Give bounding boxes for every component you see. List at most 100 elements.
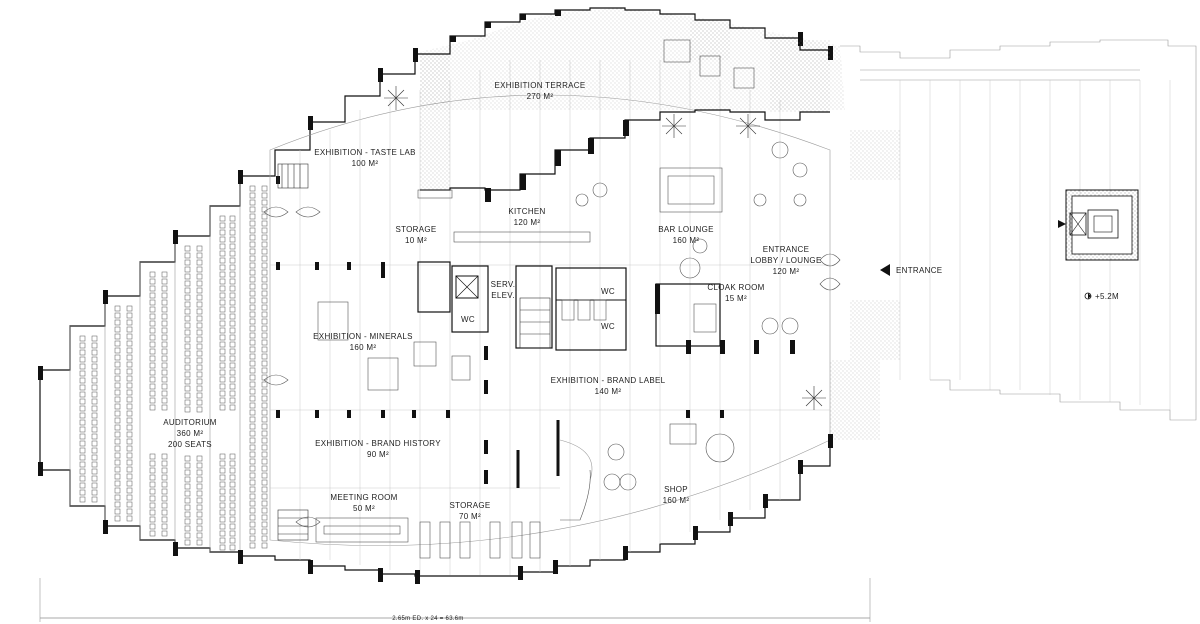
auditorium-seat — [261, 409, 268, 416]
auditorium-seat — [219, 271, 226, 278]
auditorium-seat — [126, 312, 133, 319]
auditorium-seat — [229, 369, 236, 376]
auditorium-seat — [261, 423, 268, 430]
auditorium-seat — [184, 259, 191, 266]
auditorium-seat — [161, 292, 168, 299]
auditorium-seat — [249, 318, 256, 325]
auditorium-seat — [261, 444, 268, 451]
auditorium-seat — [114, 361, 121, 368]
auditorium-seat — [149, 509, 156, 516]
auditorium-seat — [219, 523, 226, 530]
auditorium-seat — [261, 472, 268, 479]
auditorium-seat — [229, 243, 236, 250]
room-kitchen-area: 120 M² — [514, 218, 541, 227]
auditorium-seat — [184, 329, 191, 336]
room-exhibition-terrace-name: EXHIBITION TERRACE — [494, 81, 585, 90]
auditorium-seat — [114, 424, 121, 431]
auditorium-seat — [114, 501, 121, 508]
auditorium-seat — [261, 311, 268, 318]
auditorium-seat — [184, 399, 191, 406]
room-minerals-name: EXHIBITION - MINERALS — [313, 332, 413, 341]
auditorium-seat — [229, 327, 236, 334]
auditorium-seat — [229, 348, 236, 355]
auditorium-seat — [229, 530, 236, 537]
auditorium-seat — [79, 433, 86, 440]
auditorium-seat — [126, 396, 133, 403]
auditorium-seat — [149, 404, 156, 411]
auditorium-seat — [149, 453, 156, 460]
auditorium-seat — [184, 504, 191, 511]
auditorium-seat — [249, 297, 256, 304]
auditorium-seat — [126, 445, 133, 452]
auditorium-seat — [91, 384, 98, 391]
room-bar-lounge-area: 160 M² — [673, 236, 700, 245]
auditorium-seat — [261, 521, 268, 528]
auditorium-seat — [229, 334, 236, 341]
level-marker: +5.2M — [1084, 292, 1119, 301]
auditorium-seat — [249, 311, 256, 318]
auditorium-seat — [196, 399, 203, 406]
auditorium-seat — [196, 504, 203, 511]
auditorium-seat — [196, 336, 203, 343]
auditorium-seat — [261, 276, 268, 283]
room-labels: EXHIBITION TERRACE 270 M² EXHIBITION - T… — [163, 81, 821, 521]
auditorium-seat — [184, 483, 191, 490]
auditorium-seat — [219, 236, 226, 243]
furniture — [263, 39, 841, 559]
auditorium-seat — [219, 488, 226, 495]
auditorium-seat — [161, 362, 168, 369]
room-service-elevator-line1: SERV. — [491, 280, 516, 289]
auditorium-seat — [229, 460, 236, 467]
auditorium-seat — [261, 304, 268, 311]
auditorium-seat — [91, 356, 98, 363]
auditorium-seat — [219, 390, 226, 397]
auditorium-seat — [126, 508, 133, 515]
auditorium-seat — [219, 495, 226, 502]
auditorium-seat — [91, 440, 98, 447]
auditorium-seat — [126, 347, 133, 354]
auditorium-seat — [91, 391, 98, 398]
auditorium-seat — [184, 469, 191, 476]
auditorium-seat — [249, 332, 256, 339]
auditorium-seat — [229, 320, 236, 327]
auditorium-seat — [79, 468, 86, 475]
auditorium-seat — [249, 325, 256, 332]
auditorium-seat — [219, 292, 226, 299]
auditorium-seat — [219, 285, 226, 292]
auditorium-seat — [249, 500, 256, 507]
auditorium-seat — [249, 346, 256, 353]
auditorium-seat — [219, 369, 226, 376]
auditorium-seat — [219, 404, 226, 411]
room-brand-history-area: 90 M² — [367, 450, 389, 459]
auditorium-seat — [149, 495, 156, 502]
auditorium-seat — [219, 460, 226, 467]
auditorium-seat — [261, 199, 268, 206]
auditorium-seat — [79, 363, 86, 370]
room-exhibition-terrace-area: 270 M² — [527, 92, 554, 101]
auditorium-seat — [184, 252, 191, 259]
auditorium-seat — [249, 451, 256, 458]
auditorium-seat — [184, 350, 191, 357]
auditorium-seat — [184, 336, 191, 343]
auditorium-seat — [229, 516, 236, 523]
auditorium-seat — [249, 360, 256, 367]
auditorium-seat — [249, 367, 256, 374]
auditorium-seat — [184, 322, 191, 329]
auditorium-seat — [184, 371, 191, 378]
dimension-line — [39, 578, 871, 622]
auditorium-seat — [261, 479, 268, 486]
auditorium-seat — [196, 371, 203, 378]
auditorium-seat — [261, 297, 268, 304]
auditorium-seat — [161, 313, 168, 320]
auditorium-seat — [114, 368, 121, 375]
room-kitchen-name: KITCHEN — [508, 207, 545, 216]
auditorium-seat — [126, 340, 133, 347]
auditorium-seat — [161, 502, 168, 509]
auditorium-seat — [196, 511, 203, 518]
auditorium-seat — [91, 489, 98, 496]
auditorium-seat — [196, 245, 203, 252]
auditorium-seat — [184, 245, 191, 252]
entrance-arrow-icon — [880, 264, 890, 276]
auditorium-seat — [91, 370, 98, 377]
